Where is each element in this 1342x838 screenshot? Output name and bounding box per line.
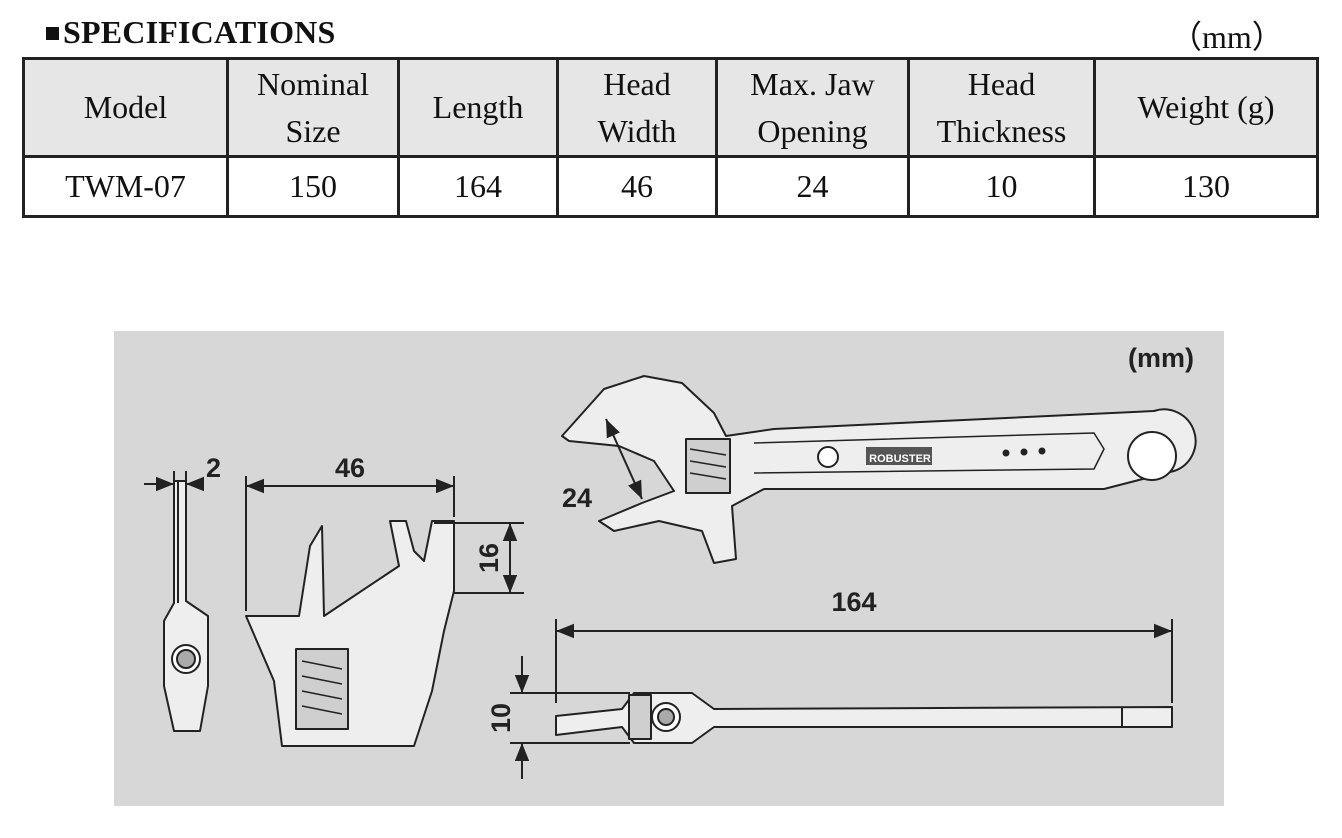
dim-jaw-tip-label: 2 (206, 453, 221, 483)
dim-head-width-label: 46 (335, 453, 365, 483)
cell-model: TWM-07 (22, 155, 229, 218)
dim-length-label: 164 (831, 587, 876, 617)
handle-brand-mark: ROBUSTER (869, 453, 931, 465)
spec-heading: SPECIFICATIONS (46, 14, 336, 51)
unit-label: （mm） (1170, 19, 1284, 55)
drawing-svg: (mm) 2 46 16 24 164 10 ROBUSTER (144, 343, 1197, 779)
spec-data-row: TWM-07 150 164 46 24 10 130 (22, 155, 1319, 218)
cell-weight: 130 (1093, 155, 1319, 218)
cell-head-width: 46 (556, 155, 718, 218)
wrench-top-view (561, 375, 1197, 564)
wrench-head-front-view (245, 520, 455, 747)
dim-jaw-opening-label: 24 (562, 483, 592, 513)
bullet-square-icon (46, 27, 59, 40)
wrench-side-long-view (555, 692, 1173, 744)
wrench-technical-drawing: (mm) 2 46 16 24 164 10 ROBUSTER (114, 331, 1224, 806)
spec-heading-text: SPECIFICATIONS (63, 14, 336, 50)
cell-nominal-size: 150 (226, 155, 400, 218)
drawing-unit-label: (mm) (1128, 343, 1194, 373)
dim-thickness-label: 10 (486, 703, 516, 733)
header-length: Length (397, 57, 559, 158)
cell-head-thickness: 10 (907, 155, 1096, 218)
cell-max-jaw-opening: 24 (715, 155, 910, 218)
cell-length: 164 (397, 155, 559, 218)
header-weight: Weight (g) (1093, 57, 1319, 158)
dim-jaw-depth-label: 16 (474, 543, 504, 573)
header-model: Model (22, 57, 229, 158)
wrench-side-view (163, 480, 209, 732)
